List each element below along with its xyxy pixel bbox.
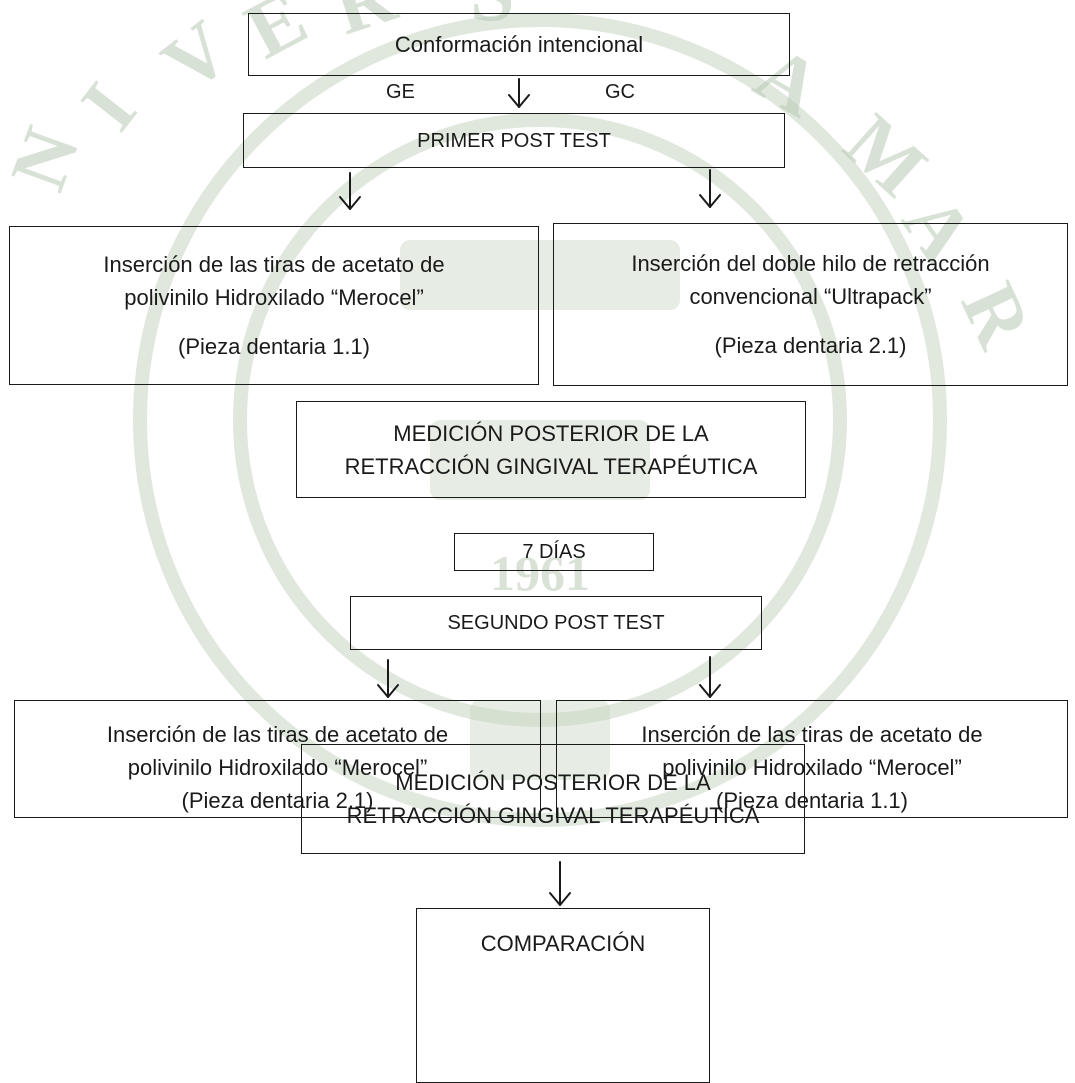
box-conformacion: Conformación intencional bbox=[248, 13, 790, 76]
right2-line1: Inserción de las tiras de acetato de bbox=[641, 722, 983, 747]
comparacion-label: COMPARACIÓN bbox=[480, 931, 646, 956]
right1-line1: Inserción del doble hilo de retracción bbox=[631, 251, 990, 276]
arrow-down-icon-1 bbox=[508, 78, 530, 108]
siete-dias-label: 7 DÍAS bbox=[522, 541, 586, 563]
arrow-down-icon-2 bbox=[339, 172, 361, 210]
left1-line1: Inserción de las tiras de acetato de bbox=[103, 252, 445, 277]
box-insercion-left-1: Inserción de las tiras de acetato de pol… bbox=[9, 226, 539, 385]
arrow-down-icon-3 bbox=[699, 169, 721, 208]
watermark-letter: V bbox=[147, 4, 247, 109]
group-gc-label: GC bbox=[605, 81, 635, 103]
conformacion-label: Conformación intencional bbox=[394, 32, 644, 57]
box-insercion-left-2: Inserción de las tiras de acetato de pol… bbox=[14, 700, 541, 818]
left2-line2: polivinilo Hidroxilado “Merocel” bbox=[127, 755, 428, 780]
medicion2-line1: MEDICIÓN POSTERIOR DE LA bbox=[395, 770, 711, 795]
box-medicion-1: MEDICIÓN POSTERIOR DE LA RETRACCIÓN GING… bbox=[296, 401, 806, 498]
watermark-letter: I bbox=[65, 67, 154, 146]
box-comparacion: COMPARACIÓN bbox=[416, 908, 710, 1083]
right1-piece: (Pieza dentaria 2.1) bbox=[714, 333, 907, 358]
box-siete-dias: 7 DÍAS bbox=[454, 533, 654, 571]
right2-piece: (Pieza dentaria 1.1) bbox=[716, 788, 908, 813]
left2-piece: (Pieza dentaria 2.1) bbox=[181, 788, 374, 813]
right2-line2: polivinilo Hidroxilado “Merocel” bbox=[662, 755, 962, 780]
left2-line1: Inserción de las tiras de acetato de bbox=[106, 722, 449, 747]
left1-line2: polivinilo Hidroxilado “Merocel” bbox=[124, 285, 424, 310]
arrow-down-icon-6 bbox=[549, 861, 571, 906]
medicion1-line1: MEDICIÓN POSTERIOR DE LA bbox=[393, 420, 709, 446]
watermark-letter: M bbox=[828, 98, 943, 214]
right1-line2: convencional “Ultrapack” bbox=[689, 284, 932, 309]
box-segundo-post-test: SEGUNDO POST TEST bbox=[350, 596, 762, 650]
box-insercion-right-1: Inserción del doble hilo de retracción c… bbox=[553, 223, 1068, 386]
box-insercion-right-2: Inserción de las tiras de acetato de pol… bbox=[556, 700, 1068, 818]
medicion1-line2: RETRACCIÓN GINGIVAL TERAPÉUTICA bbox=[344, 453, 758, 479]
primer-post-test-label: PRIMER POST TEST bbox=[417, 129, 611, 152]
arrow-down-icon-5 bbox=[699, 656, 721, 698]
watermark-letter: N bbox=[0, 117, 97, 201]
medicion2-line2: RETRACCIÓN GINGIVAL TERAPÉUTICA bbox=[346, 803, 760, 828]
box-medicion-2: MEDICIÓN POSTERIOR DE LA RETRACCIÓN GING… bbox=[301, 744, 805, 854]
segundo-post-test-label: SEGUNDO POST TEST bbox=[447, 612, 665, 634]
box-primer-post-test: PRIMER POST TEST bbox=[243, 113, 785, 168]
group-ge-label: GE bbox=[386, 81, 415, 103]
arrow-down-icon-4 bbox=[377, 659, 399, 698]
left1-piece: (Pieza dentaria 1.1) bbox=[178, 334, 370, 359]
